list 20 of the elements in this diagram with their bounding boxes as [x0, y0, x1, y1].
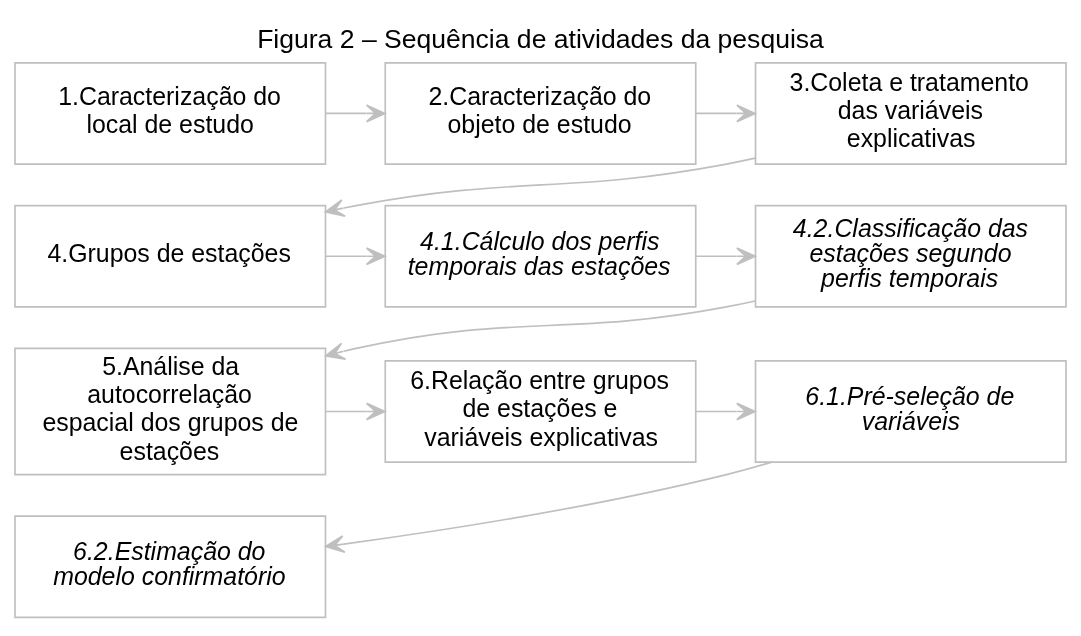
node-box: 4.Grupos de estações — [14, 204, 327, 308]
node-box: 3.Coleta e tratamento das variáveis explicativas — [754, 61, 1067, 165]
arrow — [324, 156, 757, 217]
node-box: 6.2.Estimação do modelo confirmatório — [14, 514, 327, 618]
arrow — [695, 401, 756, 421]
arrow — [325, 299, 757, 360]
arrow — [324, 103, 386, 122]
arrow — [324, 460, 773, 553]
arrow — [695, 103, 756, 122]
node-box: 6.1.Pré-seleção de variáveis — [754, 359, 1067, 463]
arrow — [324, 246, 386, 265]
node-box: 5.Análise da autocorrelação espacial dos grupos de estações — [14, 347, 327, 475]
node-box: 2.Caracterização do objeto de estudo — [384, 61, 697, 165]
node-box: 1.Caracterização do local de estudo — [14, 61, 327, 165]
node-box: 6.Relação entre grupos de estações e variáveis explicativas — [384, 359, 697, 463]
arrow — [324, 401, 386, 421]
node-box: 4.2.Classificação das estações segundo perfis temporais — [754, 204, 1067, 308]
diagram-title: Figura 2 – Sequência de atividades da pesquisa — [257, 23, 824, 54]
node-box: 4.1.Cálculo dos perfis temporais das estações — [384, 204, 697, 308]
arrow — [695, 246, 756, 265]
